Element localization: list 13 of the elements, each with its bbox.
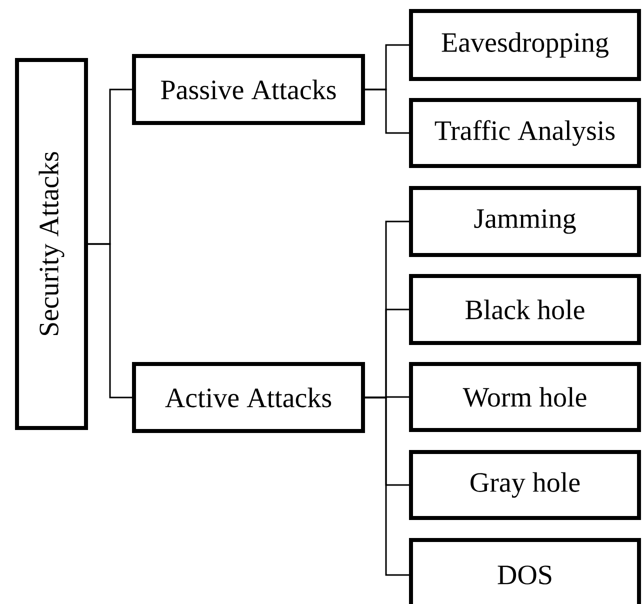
category-box: Eavesdropping xyxy=(409,9,641,81)
category-box: Jamming xyxy=(409,186,641,257)
category-box: Active Attacks xyxy=(132,362,365,433)
connector-line xyxy=(88,243,132,398)
category-box: Gray hole xyxy=(409,450,641,520)
category-box: Worm hole xyxy=(409,362,641,432)
category-box: Traffic Analysis xyxy=(409,98,641,168)
connector-line xyxy=(365,88,409,134)
category-box: DOS xyxy=(409,538,641,604)
category-box: Passive Attacks xyxy=(132,54,365,125)
connector-line xyxy=(365,396,409,576)
category-box: Security Attacks xyxy=(15,58,88,430)
category-box: Black hole xyxy=(409,274,641,345)
